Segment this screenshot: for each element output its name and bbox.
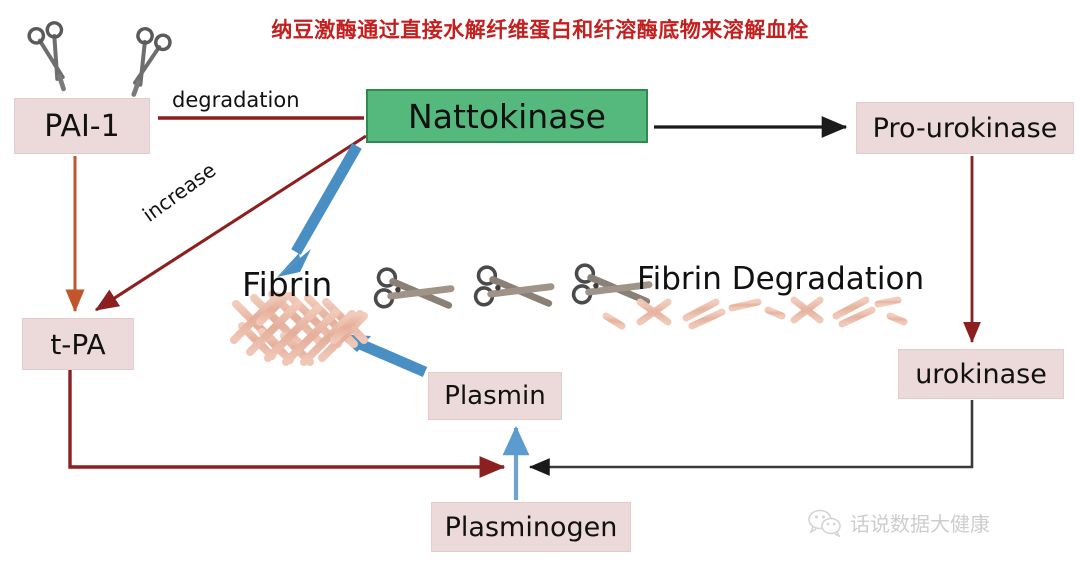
scissors-icon	[473, 265, 555, 307]
node-pro-urokinase[interactable]: Pro-urokinase	[856, 102, 1074, 154]
scissors-icon	[27, 21, 66, 92]
node-plasminogen[interactable]: Plasminogen	[431, 502, 631, 552]
node-tpa[interactable]: t-PA	[22, 318, 134, 370]
watermark: 话说数据大健康	[808, 508, 990, 537]
fibrin-mesh-illustration	[230, 290, 368, 366]
label-fibrin: Fibrin	[242, 265, 333, 304]
node-pai1[interactable]: PAI-1	[14, 98, 150, 154]
edge-nattokinase-increases-tpa	[94, 134, 367, 312]
scissors-icon	[373, 267, 455, 309]
edge-urokinase-activates-plasminogen	[528, 400, 974, 476]
watermark-text: 话说数据大健康	[850, 512, 990, 536]
scissors-icon	[131, 27, 172, 97]
node-nattokinase[interactable]: Nattokinase	[366, 89, 648, 143]
wechat-icon	[808, 509, 841, 537]
edge-label-degradation: degradation	[172, 88, 300, 112]
edge-nattokinase-degrades-fibrin	[277, 143, 362, 277]
label-fibrin-degradation: Fibrin Degradation	[637, 261, 925, 297]
node-urokinase[interactable]: urokinase	[898, 349, 1064, 399]
fibrin-fragments-illustration	[602, 296, 908, 330]
page-title: 纳豆激酶通过直接水解纤维蛋白和纤溶酶底物来溶解血栓	[271, 18, 809, 42]
scissors-icon	[571, 263, 653, 305]
node-plasmin[interactable]: Plasmin	[428, 372, 562, 420]
edge-tpa-activates-plasminogen	[68, 370, 506, 478]
